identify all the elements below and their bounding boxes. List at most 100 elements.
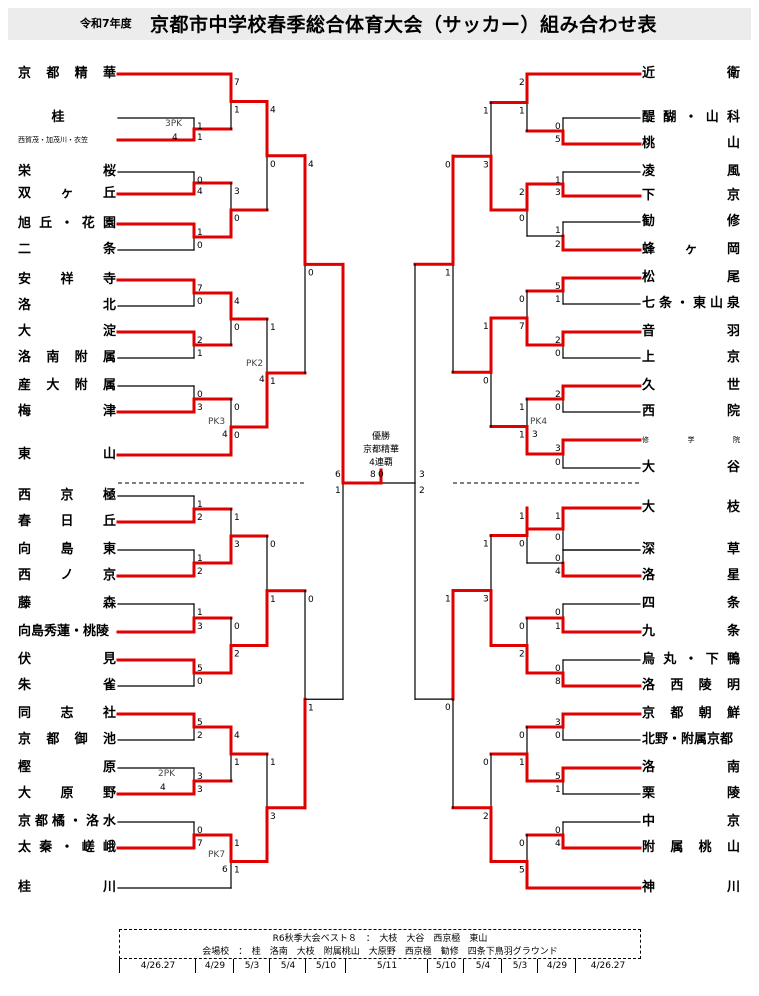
match-score: 3 bbox=[197, 772, 203, 782]
match-score: 2 bbox=[197, 513, 203, 523]
match-score: 0 bbox=[555, 458, 561, 468]
match-score: 3 bbox=[234, 187, 240, 197]
match-score: 0 bbox=[378, 470, 384, 480]
footer-venues: 会場校 ： 桂 洛南 大枝 附属桃山 大原野 西京極 勧修 四条下鳥羽グラウンド bbox=[202, 947, 558, 957]
right-team: 大枝 bbox=[642, 500, 740, 515]
match-score: 0 bbox=[445, 703, 451, 713]
left-team: 東山 bbox=[18, 447, 116, 462]
footer-date: 5/10 bbox=[427, 959, 464, 973]
match-score: 0 bbox=[197, 176, 203, 186]
match-score: 2 bbox=[519, 650, 525, 660]
match-score: 2 bbox=[555, 390, 561, 400]
right-team: 洛星 bbox=[642, 568, 740, 583]
page-title: 京都市中学校春季総合体育大会（サッカー）組み合わせ表 bbox=[150, 14, 658, 36]
match-score: 1 bbox=[234, 866, 240, 876]
match-score: 0 bbox=[519, 731, 525, 741]
right-team: 近衛 bbox=[642, 66, 740, 81]
left-team: 産大附属 bbox=[18, 378, 116, 393]
match-score: 1 bbox=[197, 122, 203, 132]
match-score: 6 bbox=[222, 865, 228, 875]
match-score: 2 bbox=[234, 650, 240, 660]
match-score: 1 bbox=[197, 349, 203, 359]
match-score: 1 bbox=[234, 839, 240, 849]
match-score: 1 bbox=[308, 703, 314, 713]
right-team: 四条 bbox=[642, 596, 740, 611]
right-team: 附属桃山 bbox=[642, 840, 740, 855]
match-score: 1 bbox=[234, 758, 240, 768]
match-score: 0 bbox=[197, 390, 203, 400]
match-score: 1 bbox=[197, 133, 203, 143]
left-team: 向島秀蓮・桃陵 bbox=[18, 624, 110, 639]
match-score: 0 bbox=[555, 554, 561, 564]
right-team: 修学院 bbox=[642, 436, 740, 444]
right-team: 洛南 bbox=[642, 760, 740, 775]
left-team: 京都御池 bbox=[18, 732, 116, 747]
match-score: 2PK bbox=[158, 769, 176, 779]
match-score: 0 bbox=[197, 677, 203, 687]
match-score: 3 bbox=[483, 595, 489, 605]
left-team: 旭丘・花園 bbox=[18, 216, 116, 231]
match-score: 4 bbox=[197, 187, 203, 197]
match-score: 1 bbox=[555, 512, 561, 522]
match-score: 1 bbox=[445, 268, 451, 278]
match-score: 1 bbox=[234, 106, 240, 116]
match-score: 1 bbox=[270, 323, 276, 333]
match-score: 1 bbox=[197, 228, 203, 238]
match-score: 3 bbox=[483, 160, 489, 170]
match-score: 4 bbox=[270, 106, 276, 116]
footer-box: R6秋季大会ベスト８ ： 大枝 大谷 西京極 東山 会場校 ： 桂 洛南 大枝 … bbox=[119, 929, 641, 959]
champion-box: 優勝 京都精華 4連覇 bbox=[363, 430, 399, 468]
match-score: 7 bbox=[197, 839, 203, 849]
match-score: 2 bbox=[197, 731, 203, 741]
match-score: 1 bbox=[483, 107, 489, 117]
right-team: 深草 bbox=[642, 542, 740, 557]
right-team: 上京 bbox=[642, 350, 740, 365]
bracket-scores: 113PK4710410304070214003PK300411PK244012… bbox=[158, 78, 561, 876]
match-score: 3 bbox=[532, 430, 538, 440]
left-team: 西京極 bbox=[18, 488, 116, 503]
match-score: 4 bbox=[308, 160, 314, 170]
match-score: 2 bbox=[197, 336, 203, 346]
match-score: 1 bbox=[555, 622, 561, 632]
right-team: 桃山 bbox=[642, 136, 740, 151]
match-score: 3 bbox=[555, 444, 561, 454]
match-score: 0 bbox=[555, 664, 561, 674]
match-score: 1 bbox=[197, 554, 203, 564]
match-score: 0 bbox=[234, 214, 240, 224]
left-team: 二条 bbox=[18, 242, 116, 257]
match-score: 1 bbox=[270, 377, 276, 387]
right-team: 北野・附属京都 bbox=[642, 732, 734, 747]
match-score: 3 bbox=[197, 403, 203, 413]
match-score: 2 bbox=[555, 240, 561, 250]
match-score: 8 bbox=[555, 677, 561, 687]
match-score: 0 bbox=[483, 376, 489, 386]
match-score: 1 bbox=[519, 107, 525, 117]
match-score: 0 bbox=[519, 540, 525, 550]
left-team: 洛北 bbox=[18, 298, 116, 313]
footer-date: 4/29 bbox=[537, 959, 576, 973]
match-score: 1 bbox=[270, 758, 276, 768]
left-team: 桂川 bbox=[18, 880, 116, 895]
title-bar bbox=[8, 8, 751, 40]
match-score: 1 bbox=[555, 176, 561, 186]
left-team: 西ノ京 bbox=[18, 568, 116, 583]
match-score: 6 bbox=[335, 470, 341, 480]
match-score: 1 bbox=[519, 758, 525, 768]
right-team: 中京 bbox=[642, 814, 740, 829]
match-score: 1 bbox=[270, 595, 276, 605]
match-score: 1 bbox=[197, 500, 203, 510]
left-team: 太秦・嵯峨 bbox=[18, 840, 116, 855]
match-score: 0 bbox=[234, 431, 240, 441]
footer-date: 5/4 bbox=[463, 959, 502, 973]
left-team: 安祥寺 bbox=[18, 272, 116, 287]
right-team: 烏丸・下鴨 bbox=[642, 652, 740, 667]
match-score: 0 bbox=[483, 758, 489, 768]
match-score: 0 bbox=[555, 731, 561, 741]
footer-date: 5/4 bbox=[269, 959, 306, 973]
left-team: 大淀 bbox=[18, 324, 116, 339]
match-score: 0 bbox=[234, 323, 240, 333]
match-score: 3 bbox=[555, 718, 561, 728]
footer-date: 5/3 bbox=[233, 959, 270, 973]
